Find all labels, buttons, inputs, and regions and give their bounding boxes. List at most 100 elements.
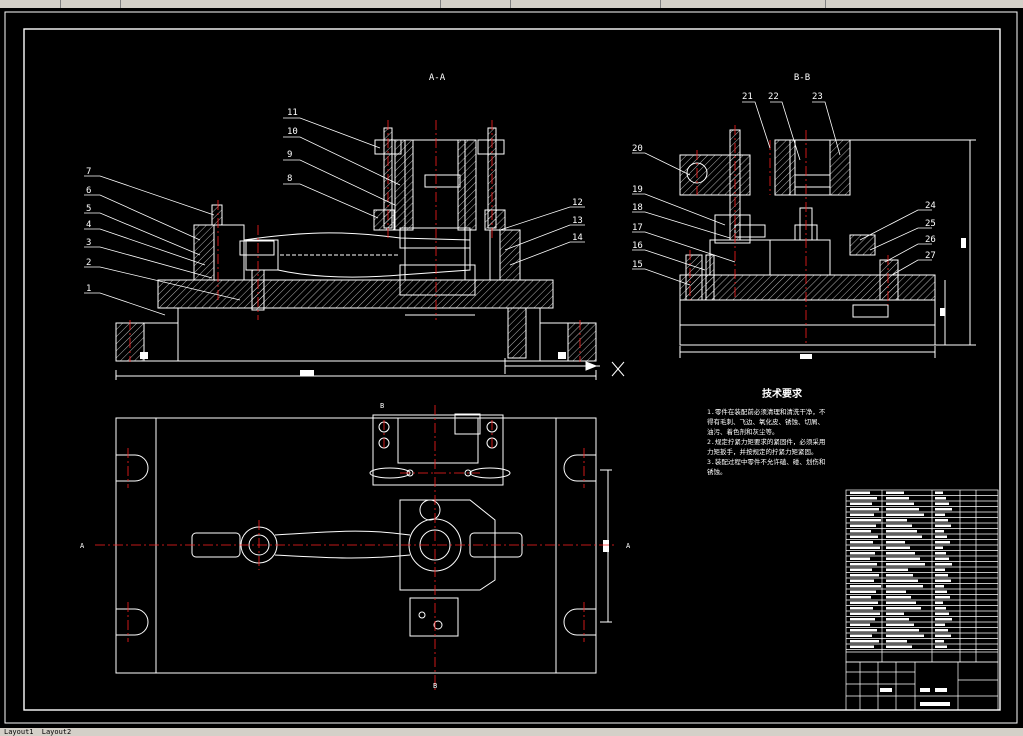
tech-req-line: 油污、着色剂和灰尘等。 — [707, 427, 779, 436]
bom-cell-glyph — [886, 535, 922, 538]
bom-cell-glyph — [850, 585, 881, 588]
bom-cell-glyph — [935, 623, 945, 626]
bom-cell-glyph — [886, 596, 911, 599]
bom-cell-glyph — [850, 497, 877, 500]
bom-cell-glyph — [935, 590, 947, 593]
bom-cell-glyph — [935, 546, 943, 549]
svg-text:18: 18 — [632, 203, 643, 213]
section-bb-centerlines — [689, 125, 889, 345]
bom-cell-glyph — [850, 596, 871, 599]
toolbar-dropdown[interactable] — [825, 0, 956, 8]
bom-cell-glyph — [886, 640, 907, 643]
bom-cell-glyph — [886, 524, 912, 527]
bom-cell-glyph — [935, 530, 944, 533]
bom-cell-glyph — [935, 508, 952, 511]
bom-cell-glyph — [850, 563, 877, 566]
svg-text:19: 19 — [632, 185, 643, 195]
left-bolt — [211, 204, 223, 226]
bom-cell-glyph — [886, 541, 905, 544]
svg-text:22: 22 — [768, 92, 779, 102]
bom-cell-glyph — [850, 535, 878, 538]
central-support-plate — [399, 499, 496, 591]
toolbar-dropdown[interactable] — [510, 0, 661, 8]
bom-cell-glyph — [935, 519, 948, 522]
bom-cell-glyph — [850, 568, 872, 571]
bom-cell-glyph — [886, 563, 925, 566]
bom-cell-glyph — [886, 519, 907, 522]
bom-cell-glyph — [935, 557, 949, 560]
bom-cell-glyph — [886, 552, 915, 555]
bom-cell-glyph — [935, 601, 943, 604]
bom-cell-glyph — [850, 546, 880, 549]
drawing-frame — [4, 11, 1018, 724]
toolbar-button[interactable] — [120, 0, 201, 8]
bom-cell-glyph — [886, 502, 914, 505]
svg-text:A: A — [626, 542, 631, 550]
bom-cell-glyph — [935, 535, 947, 538]
bom-cell-glyph — [886, 612, 904, 615]
bom-cell-glyph — [850, 513, 874, 516]
svg-text:15: 15 — [632, 260, 643, 270]
bom-cell-glyph — [886, 590, 906, 593]
plan-view — [115, 413, 612, 674]
bom-cell-glyph — [935, 502, 949, 505]
bom-cell-glyph — [935, 634, 951, 637]
column-collar — [399, 227, 471, 249]
bom-cell-glyph — [850, 530, 871, 533]
toolbar-dropdown[interactable] — [440, 0, 501, 8]
svg-text:12: 12 — [572, 198, 583, 208]
bom-cell-glyph — [850, 634, 872, 637]
bom-cell-glyph — [935, 568, 945, 571]
title-block — [845, 661, 999, 711]
bom-cell-glyph — [850, 601, 878, 604]
svg-text:5: 5 — [86, 204, 91, 214]
top-clamp-assembly — [372, 414, 504, 486]
svg-text:11: 11 — [287, 108, 298, 118]
mounting-slot — [563, 454, 596, 482]
tech-req-line: 锈蚀。 — [707, 467, 727, 476]
rod-body — [274, 530, 411, 559]
layout-tab[interactable]: Layout1 — [4, 728, 34, 736]
bom-cell-glyph — [935, 579, 951, 582]
svg-text:2: 2 — [86, 258, 91, 268]
section-aa-leaders — [84, 117, 585, 316]
bom-cell-glyph — [886, 618, 909, 621]
bom-cell-glyph — [886, 508, 919, 511]
bom-cell-glyph — [886, 491, 904, 494]
bom-cell-glyph — [886, 601, 916, 604]
svg-text:16: 16 — [632, 241, 643, 251]
toolbar-dropdown[interactable] — [660, 0, 821, 8]
bom-cell-glyph — [935, 612, 949, 615]
bom-cell-glyph — [935, 607, 946, 610]
bom-cell-glyph — [850, 629, 877, 632]
plan-base-outline — [115, 417, 597, 674]
tech-req-title: 技术要求 — [762, 387, 803, 400]
svg-text:13: 13 — [572, 216, 583, 226]
svg-text:3: 3 — [86, 238, 91, 248]
svg-text:B: B — [433, 682, 437, 690]
svg-text:21: 21 — [742, 92, 753, 102]
bom-cell-glyph — [886, 585, 923, 588]
cad-drawing-canvas[interactable]: A-A — [0, 8, 1023, 728]
toolbar-button[interactable] — [60, 0, 101, 8]
section-aa-centerlines — [129, 120, 581, 362]
bom-cell-glyph — [935, 645, 947, 648]
section-bb-label: B-B — [794, 73, 810, 83]
technical-requirements: 技术要求 1.零件在装配前必须清理和清洗干净，不 得有毛刺、飞边、氧化皮、锈蚀、… — [707, 387, 826, 476]
bom-cell-glyph — [850, 623, 870, 626]
bom-cell-glyph — [886, 530, 917, 533]
bom-cell-glyph — [850, 508, 879, 511]
svg-text:B: B — [380, 402, 384, 410]
svg-text:10: 10 — [287, 127, 298, 137]
layout-tab[interactable]: Layout2 — [41, 728, 72, 736]
bom-cell-glyph — [886, 634, 924, 637]
bom-cell-glyph — [850, 541, 873, 544]
svg-text:20: 20 — [632, 144, 643, 154]
dimension-line-overall — [115, 370, 597, 380]
bom-cell-glyph — [935, 585, 944, 588]
bom-cell-glyph — [850, 552, 875, 555]
tech-req-line: 2.规定拧紧力矩要求的紧固件，必须采用 — [707, 437, 825, 446]
bom-cell-glyph — [886, 623, 914, 626]
svg-text:A: A — [80, 542, 85, 550]
bom-cell-glyph — [935, 491, 943, 494]
